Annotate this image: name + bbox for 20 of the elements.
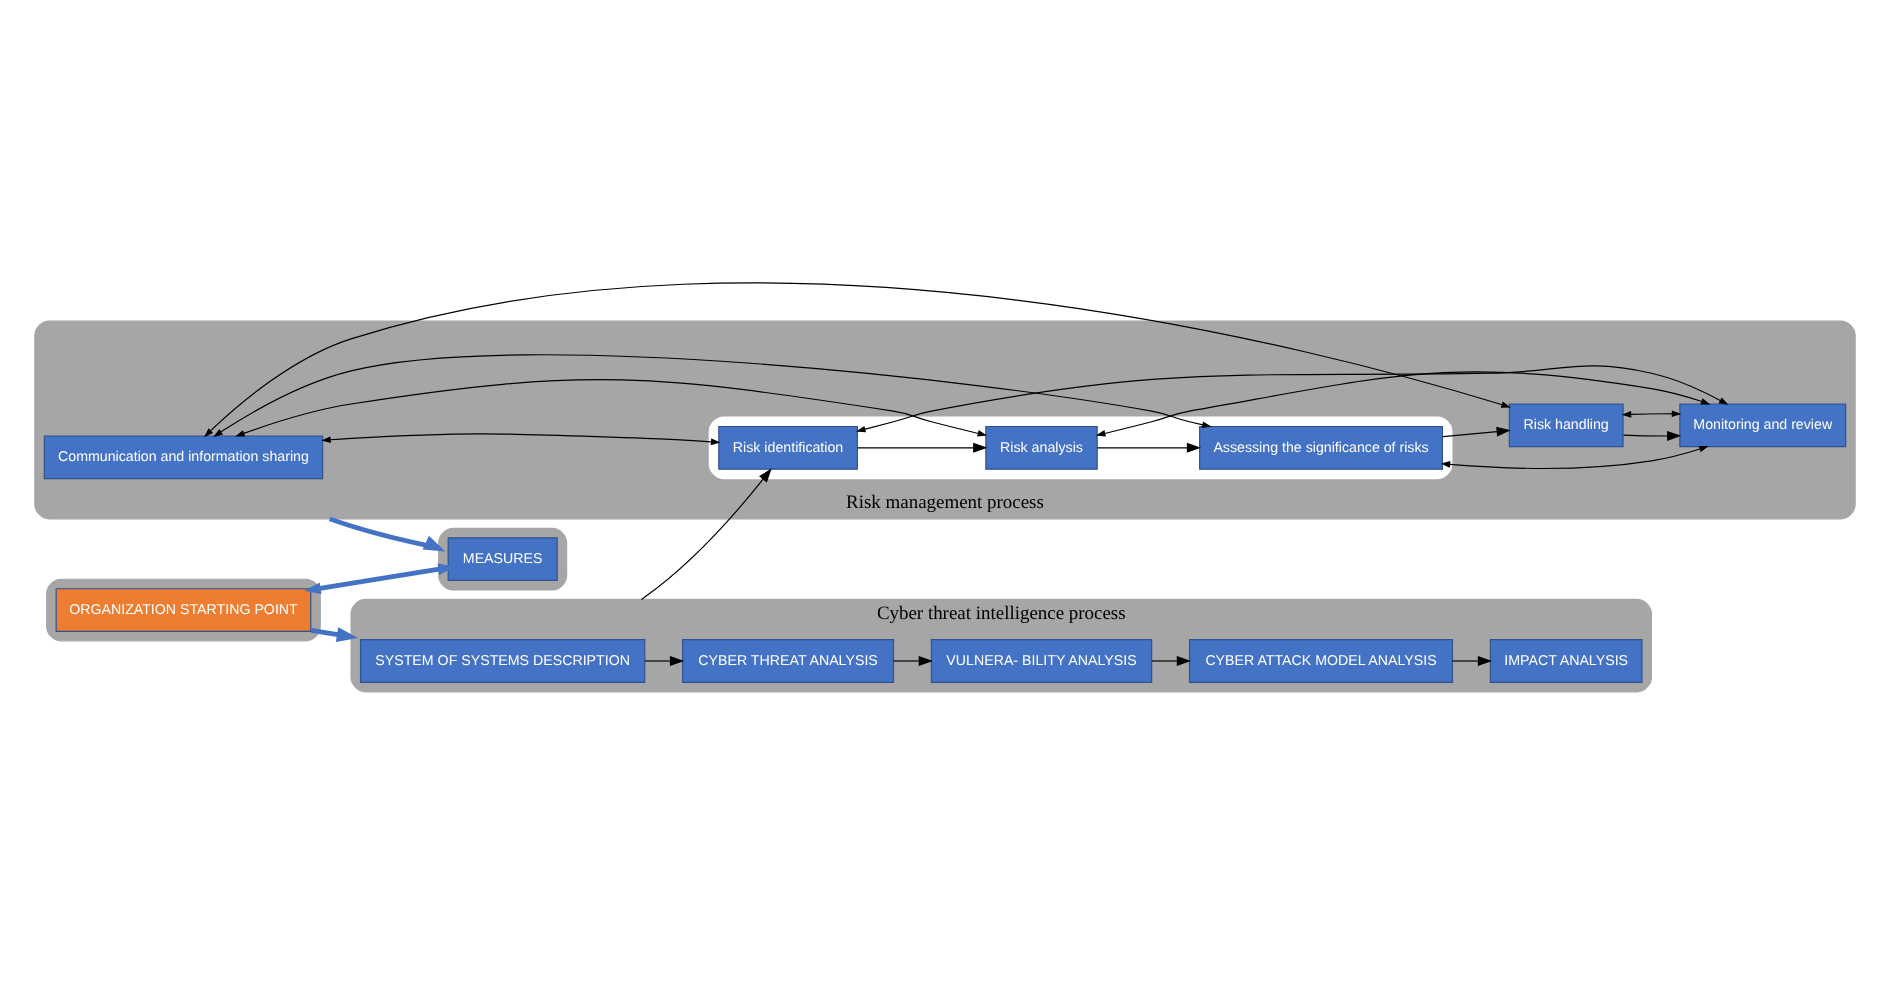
arrow [639, 467, 771, 599]
arrow [643, 655, 684, 665]
arrow [1095, 441, 1201, 452]
arrow [309, 626, 358, 641]
arrow [1621, 430, 1681, 440]
arrow [855, 441, 987, 452]
arrow [327, 515, 445, 551]
arrow [855, 364, 1728, 432]
arrow [320, 432, 720, 445]
arrow [1440, 425, 1510, 437]
arrow [212, 353, 1211, 436]
arrow [1450, 655, 1492, 665]
arrow [1439, 444, 1708, 468]
arrow [1620, 409, 1681, 417]
arrow [234, 378, 987, 436]
arrow [1094, 370, 1710, 436]
arrow [303, 562, 454, 593]
arrow [203, 281, 1510, 437]
arrow [892, 655, 932, 665]
arrow [1150, 655, 1190, 665]
